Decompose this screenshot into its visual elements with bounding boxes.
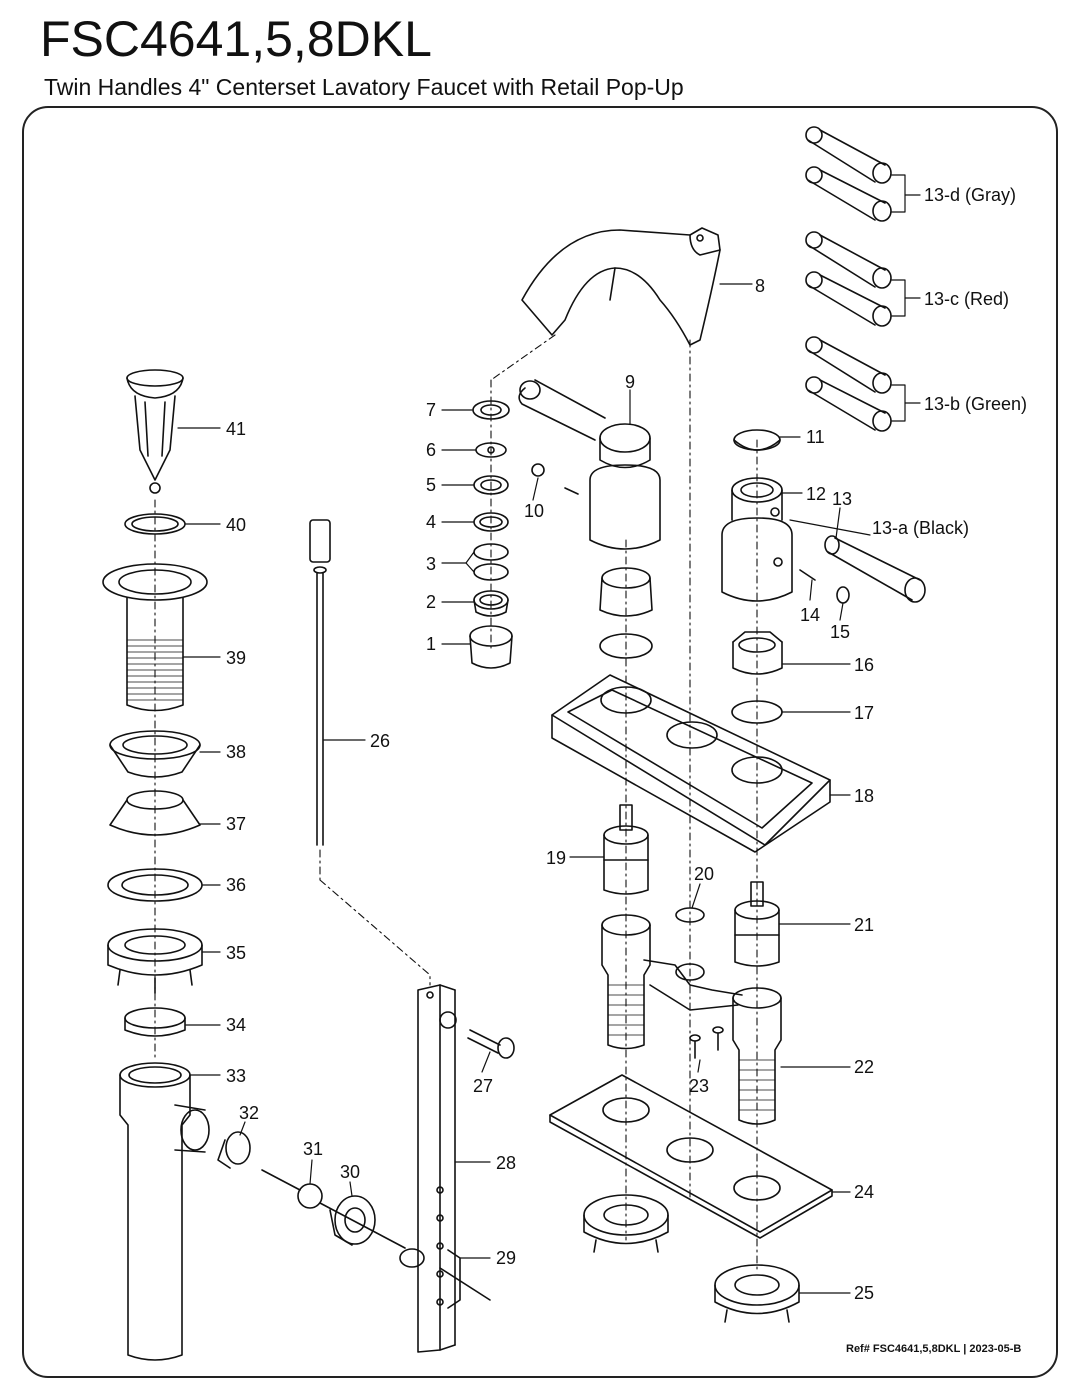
ref-code: 2023-05-B [969,1343,1022,1355]
tailpiece-part-33 [119,1062,210,1361]
label-part-1: 1 [426,634,436,654]
cone-washer-part-37 [109,790,201,836]
ref-model: FSC4641,5,8DKL [872,1343,961,1355]
nut-part-35 [107,928,203,994]
aerator-part-2 [473,590,509,617]
plug-part-15 [836,586,850,604]
label-part-34: 34 [226,1015,246,1035]
label-part-36: 36 [226,875,246,895]
label-part-17: 17 [854,703,874,723]
label-part-4: 4 [426,512,436,532]
handle-body-part-12 [721,477,793,602]
screw-part-14 [799,569,816,581]
label-part-10: 10 [524,501,544,521]
aerator-housing-part-1 [469,625,513,669]
label-part-13: 13 [832,489,852,509]
label-part-39: 39 [226,648,246,668]
label-part-22: 22 [854,1057,874,1077]
label-part-32: 32 [239,1103,259,1123]
label-part-3: 3 [426,554,436,574]
label-part-19: 19 [546,848,566,868]
lever-set-13c [805,231,892,327]
diagram-frame [22,106,1058,1378]
label-part-8: 8 [755,276,765,296]
lever-part-13a [824,535,926,603]
screw-part-27 [467,1029,515,1059]
leader-lines [177,174,921,1294]
bonnet-nut-part-16 [732,631,783,675]
label-part-2: 2 [426,592,436,612]
label-part-21: 21 [854,915,874,935]
set-screw-part-10 [531,463,579,495]
gasket-part-24 [549,1074,833,1239]
gasket-part-40 [124,513,186,535]
label-part-31: 31 [303,1139,323,1159]
label-part-41: 41 [226,419,246,439]
cartridge-part-21 [734,881,780,967]
label-part-13a: 13-a (Black) [872,518,969,538]
label-part-35: 35 [226,943,246,963]
label-part-12: 12 [806,484,826,504]
label-part-14: 14 [800,605,820,625]
extension-strap-part-28 [417,984,457,1353]
label-part-18: 18 [854,786,874,806]
part-labels: 1 2 3 4 5 6 7 8 9 10 11 12 13 13-a (Blac… [226,185,1027,1303]
gasket-part-34 [124,1007,186,1037]
stopper-part-41 [126,369,184,494]
o-ring-part-20 [675,907,705,923]
label-part-16: 16 [854,655,874,675]
cap-part-11 [733,429,781,451]
label-part-20: 20 [694,864,714,884]
model-title: FSC4641,5,8DKL [40,11,432,67]
lift-rod-part-26 [309,519,331,846]
valve-body-part-22 [601,914,782,1125]
spout-part-8 [521,227,721,346]
spring-clip-part-29 [447,1249,461,1309]
label-part-37: 37 [226,814,246,834]
cartridge-part-19 [603,804,649,895]
drain-body-part-39 [102,563,208,712]
handle-part-9 [518,379,661,550]
label-part-30: 30 [340,1162,360,1182]
label-part-29: 29 [496,1248,516,1268]
label-part-28: 28 [496,1153,516,1173]
flange-part-38 [109,730,201,778]
bonnet-nut-left [599,567,653,659]
mounting-nut-left [583,1194,669,1253]
lever-set-13b [805,336,892,432]
label-part-11: 11 [806,427,825,447]
label-part-15: 15 [830,622,850,642]
lever-set-13d [805,126,892,222]
label-part-23: 23 [689,1076,709,1096]
screws-part-23 [689,1026,724,1059]
label-part-25: 25 [854,1283,874,1303]
label-part-33: 33 [226,1066,246,1086]
label-part-5: 5 [426,475,436,495]
label-part-27: 27 [473,1076,493,1096]
product-subtitle: Twin Handles 4" Centerset Lavatory Fauce… [44,74,684,100]
label-part-24: 24 [854,1182,874,1202]
mounting-nut-part-25 [714,1264,800,1323]
label-part-13c: 13-c (Red) [924,289,1009,309]
ref-prefix: Ref# [846,1343,870,1355]
label-part-7: 7 [426,400,436,420]
deck-base-part-18 [551,674,831,853]
ref-separator: | [963,1343,967,1355]
label-part-6: 6 [426,440,436,460]
reference-footer: Ref# FSC4641,5,8DKL | 2023-05-B [846,1343,1021,1355]
label-part-13b: 13-b (Green) [924,394,1027,414]
label-part-9: 9 [625,372,635,392]
aerator-ring-part-7 [472,400,510,420]
label-part-38: 38 [226,742,246,762]
label-part-13d: 13-d (Gray) [924,185,1016,205]
pivot-nut-part-30 [329,1195,376,1246]
label-part-26: 26 [370,731,390,751]
bushing-part-32 [217,1131,251,1169]
label-part-40: 40 [226,515,246,535]
